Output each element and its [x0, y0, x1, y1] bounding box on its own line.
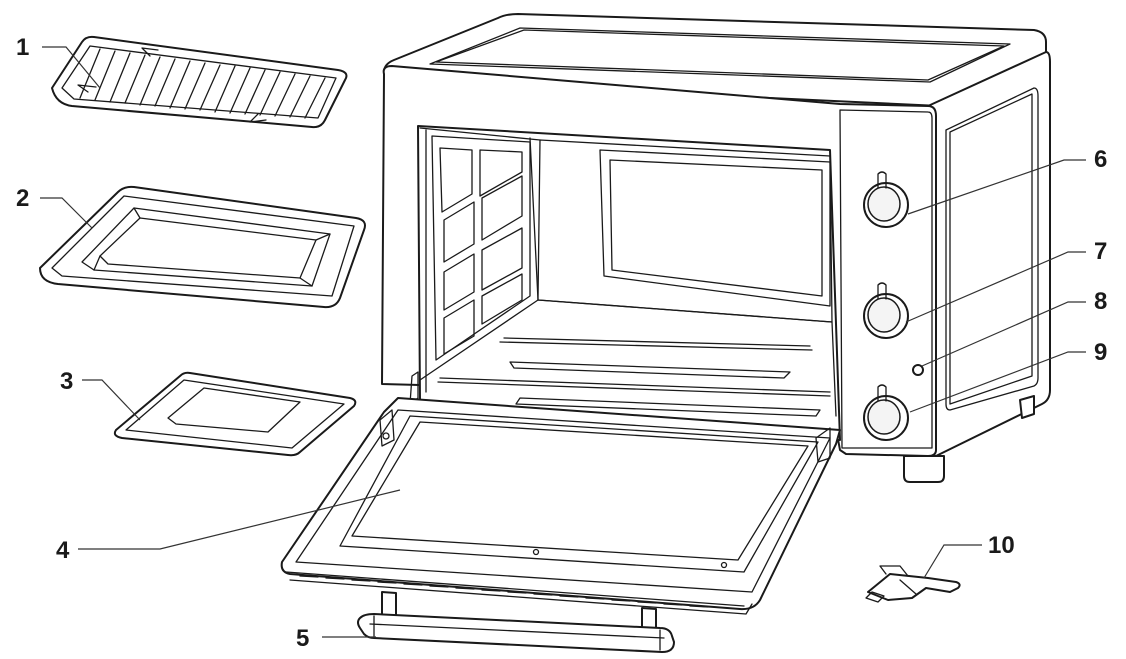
- callout-10: 10: [988, 532, 1015, 559]
- leader-9: [909, 351, 1086, 413]
- rack-handle: [865, 565, 961, 603]
- door-handle: [357, 591, 675, 653]
- callout-5: 5: [296, 625, 309, 652]
- callout-1: 1: [16, 34, 29, 61]
- callout-2: 2: [16, 185, 29, 212]
- leader-3: [82, 379, 141, 421]
- temperature-knob: [863, 171, 909, 228]
- rack-runners: [439, 147, 523, 355]
- function-knob: [863, 282, 909, 339]
- callout-7: 7: [1094, 238, 1107, 265]
- leader-6: [907, 159, 1086, 215]
- leader-8: [921, 301, 1086, 367]
- leader-7: [905, 251, 1086, 323]
- leader-4: [78, 489, 401, 550]
- callout-6: 6: [1094, 146, 1107, 173]
- callout-3: 3: [60, 368, 73, 395]
- wire-rack: [51, 35, 348, 129]
- door-vent-slots: [299, 575, 709, 608]
- leader-1: [42, 46, 101, 89]
- callout-4: 4: [56, 537, 70, 564]
- timer-knob: [863, 384, 909, 441]
- oven-body: [381, 13, 1051, 483]
- callout-8: 8: [1094, 288, 1107, 315]
- callout-numbers: 1 2 3 4 5 6 7 8 9 10: [16, 34, 1107, 652]
- crumb-tray: [113, 371, 357, 457]
- leader-2: [40, 197, 93, 229]
- leader-lines: [40, 46, 1086, 638]
- baking-tray: [39, 185, 366, 309]
- leader-10: [923, 544, 982, 579]
- heating-elements: [437, 337, 831, 417]
- glass-door: [280, 397, 841, 615]
- rack-wires: [79, 48, 326, 119]
- power-indicator-light: [912, 364, 924, 376]
- callout-9: 9: [1094, 339, 1107, 366]
